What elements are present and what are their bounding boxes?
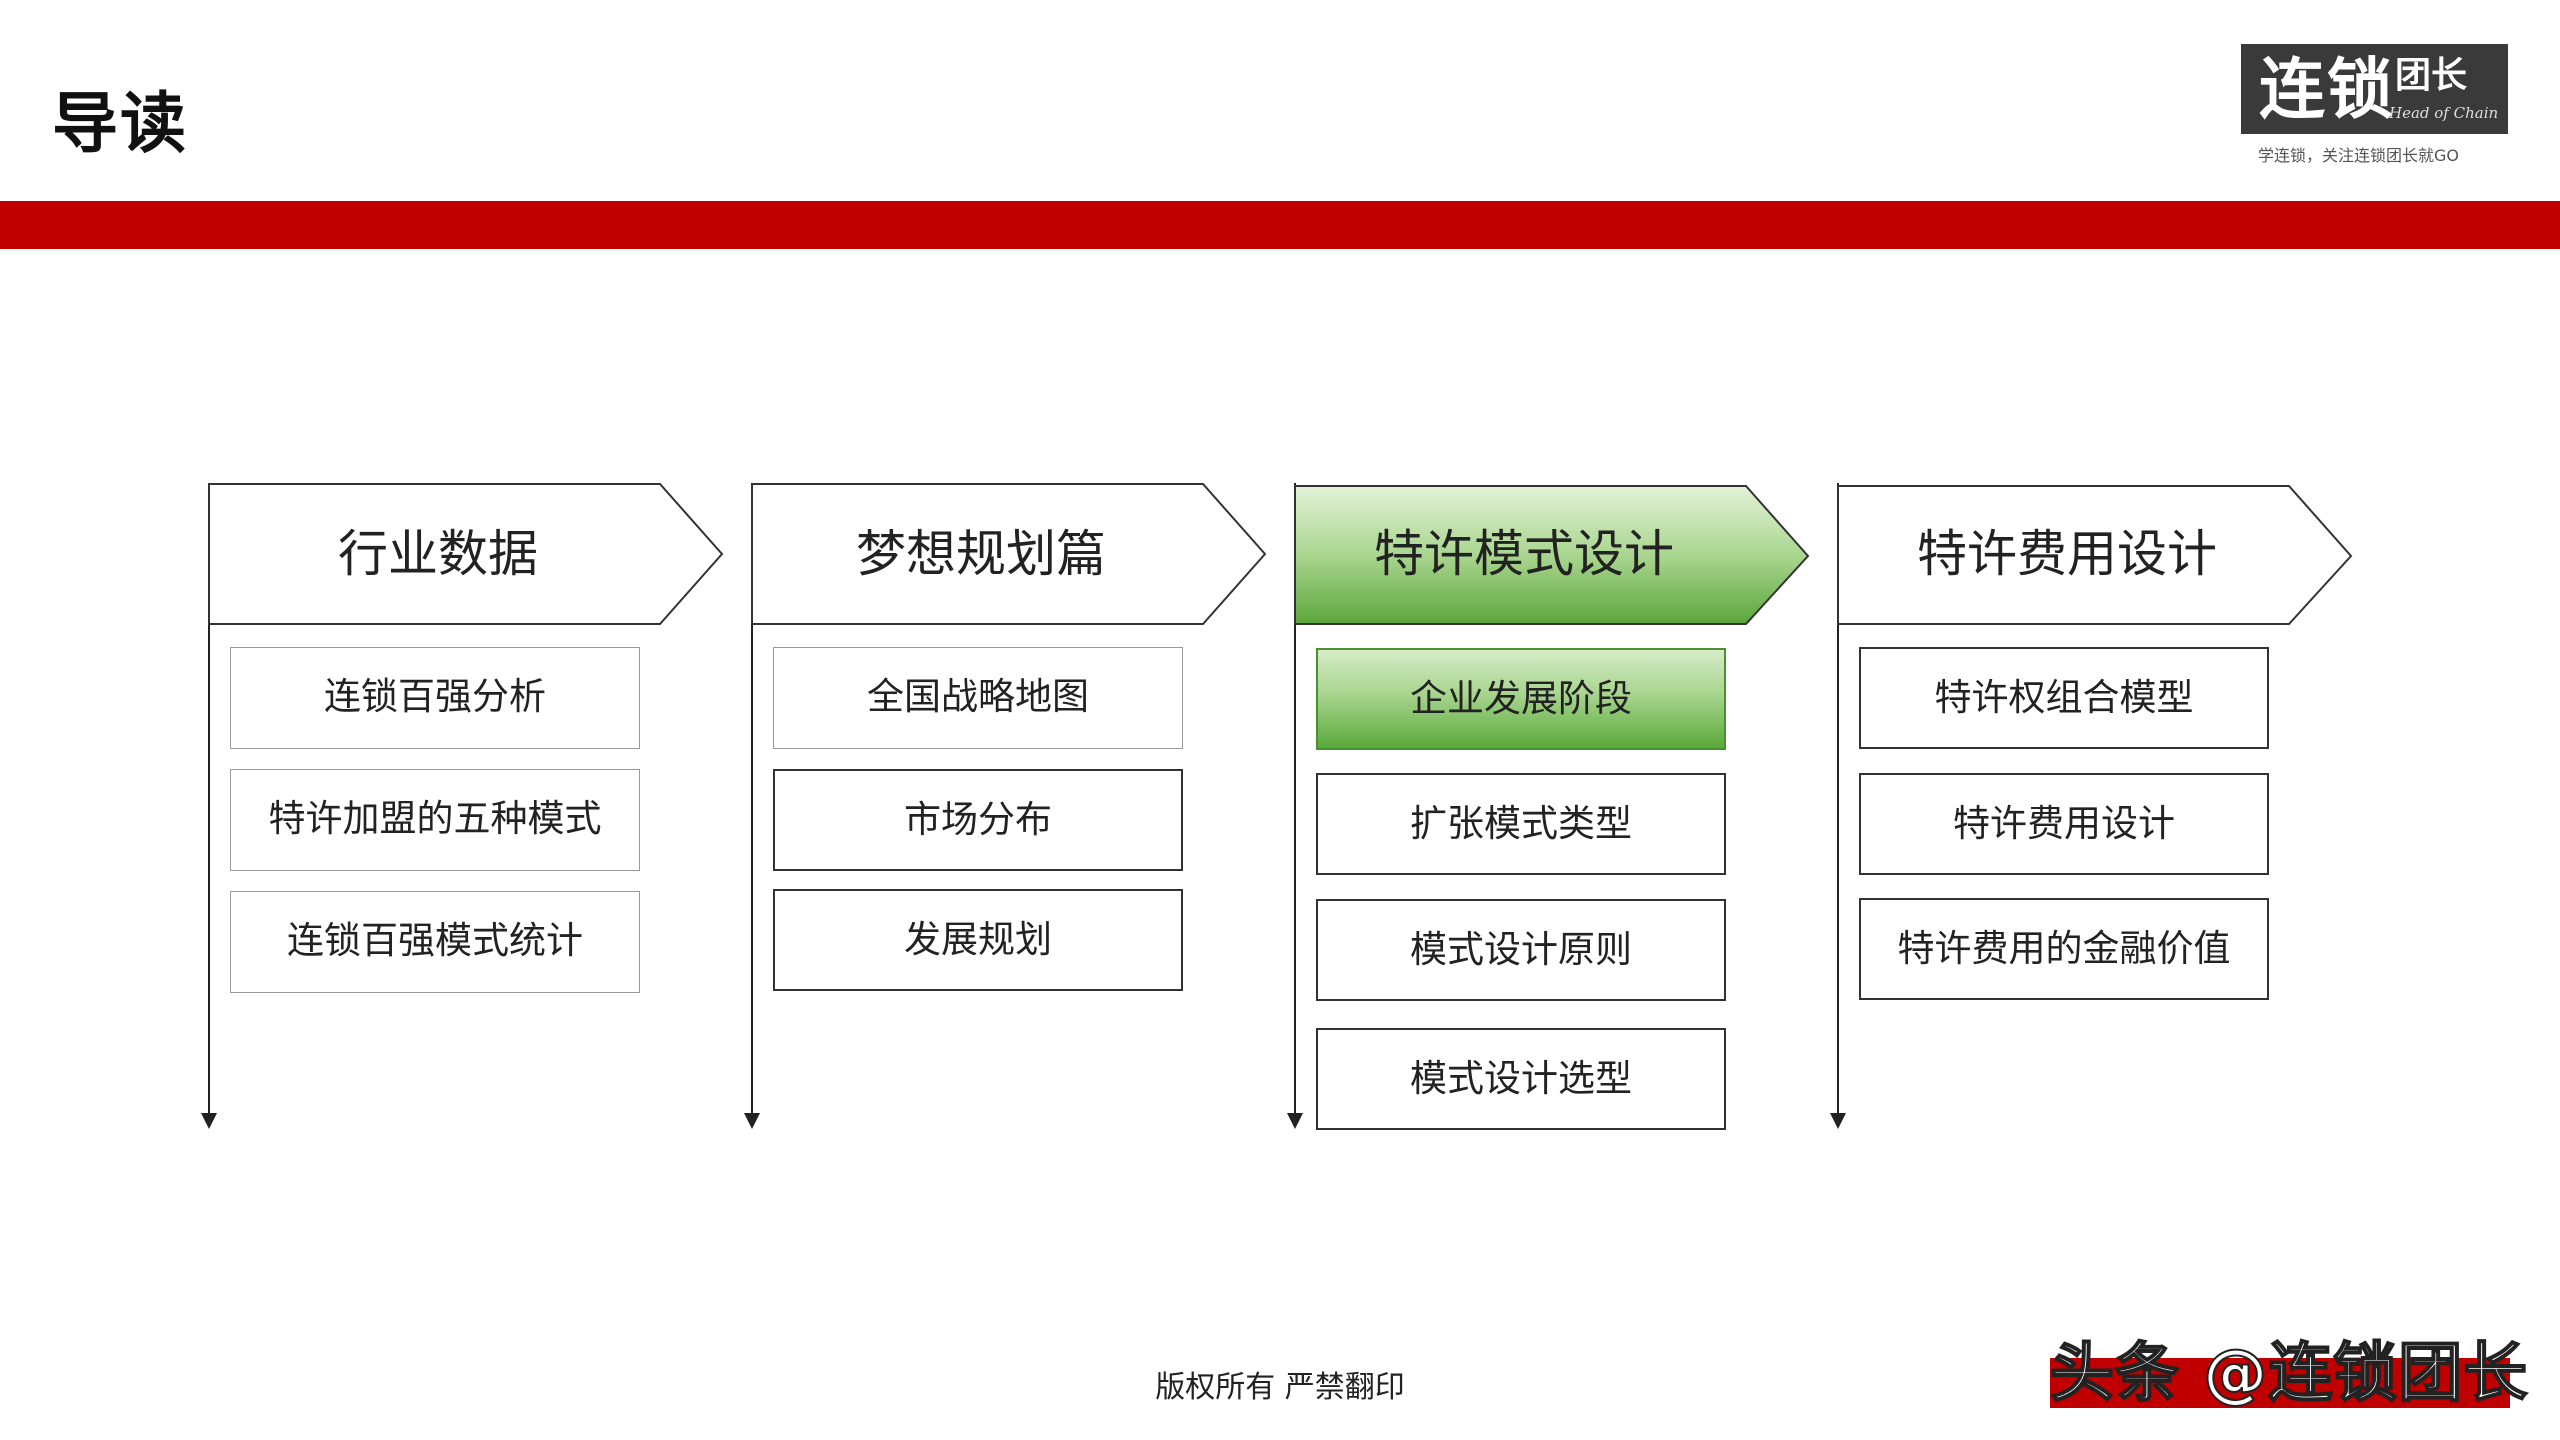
section-header-title: 梦想规划篇	[856, 525, 1106, 583]
section-header[interactable]: 特许费用设计	[1837, 483, 2357, 625]
pentagon-arrow-icon	[1294, 485, 1810, 625]
section-column-franchise-model: 特许模式设计 企业发展阶段 扩张模式类型 模式设计原则 模式设计选型	[1287, 483, 1824, 1133]
section-item-active[interactable]: 企业发展阶段	[1316, 648, 1726, 750]
section-item[interactable]: 特许权组合模型	[1859, 647, 2269, 749]
section-header-active[interactable]: 特许模式设计	[1294, 483, 1814, 625]
section-header-title: 特许模式设计	[1374, 525, 1674, 583]
section-column-dream-planning: 梦想规划篇 全国战略地图 市场分布 发展规划	[744, 483, 1281, 1133]
logo-subtitle: Head of Chain	[2389, 104, 2499, 122]
logo-main-text: 连锁	[2259, 51, 2395, 128]
timeline-arrow-icon	[201, 1113, 217, 1129]
pentagon-arrow-icon	[1837, 485, 2353, 625]
section-item[interactable]: 模式设计选型	[1316, 1028, 1726, 1130]
timeline-arrow-icon	[1830, 1113, 1846, 1129]
section-item[interactable]: 连锁百强分析	[230, 647, 640, 749]
section-item[interactable]: 特许费用设计	[1859, 773, 2269, 875]
section-item[interactable]: 特许加盟的五种模式	[230, 769, 640, 871]
section-header-title: 特许费用设计	[1917, 525, 2217, 583]
page-title: 导读	[52, 85, 188, 162]
section-header[interactable]: 梦想规划篇	[751, 483, 1271, 625]
section-item[interactable]: 发展规划	[773, 889, 1183, 991]
timeline-arrow-icon	[744, 1113, 760, 1129]
section-header-title: 行业数据	[338, 525, 538, 583]
logo-secondary-text: 团长	[2395, 55, 2468, 96]
brand-slogan: 学连锁，关注连锁团长就GO	[2258, 146, 2459, 165]
section-column-franchise-fee: 特许费用设计 特许权组合模型 特许费用设计 特许费用的金融价值	[1830, 483, 2367, 1133]
section-item[interactable]: 全国战略地图	[773, 647, 1183, 749]
brand-logo: 连锁 团长 Head of Chain	[2241, 44, 2508, 134]
watermark-text: 头条 @连锁团长	[2049, 1336, 2529, 1412]
section-item[interactable]: 特许费用的金融价值	[1859, 898, 2269, 1000]
header-red-bar	[0, 201, 2560, 249]
section-header[interactable]: 行业数据	[208, 483, 728, 625]
copyright-notice: 版权所有 严禁翻印	[1155, 1370, 1405, 1405]
pentagon-arrow-icon	[751, 483, 1267, 625]
timeline-line	[1294, 483, 1296, 1118]
section-item[interactable]: 连锁百强模式统计	[230, 891, 640, 993]
section-item[interactable]: 扩张模式类型	[1316, 773, 1726, 875]
section-item[interactable]: 市场分布	[773, 769, 1183, 871]
section-item[interactable]: 模式设计原则	[1316, 899, 1726, 1001]
timeline-line	[751, 483, 753, 1118]
section-column-industry-data: 行业数据 连锁百强分析 特许加盟的五种模式 连锁百强模式统计	[201, 483, 738, 1133]
pentagon-arrow-icon	[208, 483, 724, 625]
watermark-bar	[2050, 1358, 2510, 1408]
timeline-line	[1837, 483, 1839, 1118]
timeline-line	[208, 483, 210, 1118]
timeline-arrow-icon	[1287, 1113, 1303, 1129]
